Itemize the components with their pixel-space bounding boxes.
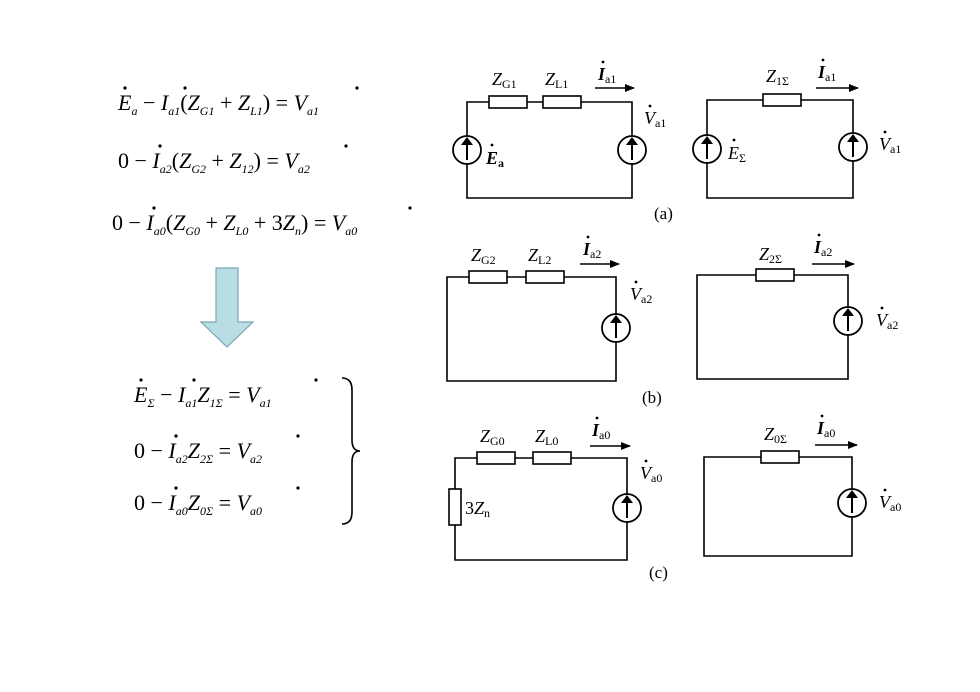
circuit-a-left: ZG1 ZL1 Ia1 Va1 Ea [452, 60, 666, 199]
caption-b: (b) [642, 388, 662, 407]
svg-text:ZG0: ZG0 [480, 426, 505, 448]
svg-text:Va0: Va0 [879, 492, 901, 514]
source-va1-right-icon [838, 132, 868, 162]
svg-text:3Zn: 3Zn [465, 498, 490, 520]
equation-top-3: 0 − Ia0(ZG0 + ZL0 + 3Zn) = Va0 [112, 206, 412, 238]
svg-text:Z2Σ: Z2Σ [759, 244, 782, 266]
svg-text:Va1: Va1 [879, 134, 901, 156]
svg-text:Ea − Ia1(ZG1 + ZL1) = Va1: Ea − Ia1(ZG1 + ZL1) = Va1 [117, 90, 319, 118]
source-ea-icon [452, 135, 482, 165]
svg-text:ZL0: ZL0 [535, 426, 558, 448]
circuit-b-left: ZG2 ZL2 Ia2 Va2 [446, 235, 652, 382]
resistor-z2sigma [755, 268, 795, 282]
svg-text:ZG1: ZG1 [492, 69, 517, 91]
svg-text:ZL1: ZL1 [545, 69, 568, 91]
resistor-zg0 [476, 451, 516, 465]
resistor-zl2 [525, 270, 565, 284]
circuit-c-right: Z0Σ Ia0 Va0 [703, 414, 901, 557]
source-va2-icon [601, 313, 631, 343]
source-va0-right-icon [837, 488, 867, 518]
svg-text:Va2: Va2 [876, 310, 898, 332]
resistor-zg1 [488, 95, 528, 109]
right-brace [341, 377, 361, 525]
svg-text:Va2: Va2 [630, 284, 652, 306]
resistor-3zn [448, 488, 462, 526]
equation-top-1: Ea − Ia1(ZG1 + ZL1) = Va1 [117, 86, 359, 118]
svg-text:0 − Ia0Z0Σ = Va0: 0 − Ia0Z0Σ = Va0 [134, 490, 262, 518]
caption-a: (a) [654, 204, 673, 223]
svg-text:Ia2: Ia2 [582, 239, 601, 261]
source-esigma-icon [692, 134, 722, 164]
svg-text:ZG2: ZG2 [471, 245, 496, 267]
circuit-b-right: Z2Σ Ia2 Va2 [696, 233, 898, 380]
source-va1-icon [617, 135, 647, 165]
svg-text:Ia0: Ia0 [591, 420, 610, 442]
svg-text:0 − Ia0(ZG0 + ZL0 + 3Zn) = Va0: 0 − Ia0(ZG0 + ZL0 + 3Zn) = Va0 [112, 210, 357, 238]
svg-text:EΣ − Ia1Z1Σ = Va1: EΣ − Ia1Z1Σ = Va1 [133, 382, 272, 410]
svg-text:0 − Ia2(ZG2 + Z12) = Va2: 0 − Ia2(ZG2 + Z12) = Va2 [118, 148, 310, 176]
resistor-zg2 [468, 270, 508, 284]
svg-text:Ia0: Ia0 [816, 418, 835, 440]
svg-text:Va1: Va1 [644, 108, 666, 130]
resistor-zl1 [542, 95, 582, 109]
svg-text:Ia1: Ia1 [817, 62, 836, 84]
svg-text:Z0Σ: Z0Σ [764, 424, 787, 446]
resistor-z1sigma [762, 93, 802, 107]
circuit-a-right: Z1Σ Ia1 Va1 EΣ [692, 58, 901, 199]
source-va0-icon [612, 493, 642, 523]
equation-bottom-3: 0 − Ia0Z0Σ = Va0 [134, 486, 300, 518]
svg-text:Z1Σ: Z1Σ [766, 66, 789, 88]
equation-top-2: 0 − Ia2(ZG2 + Z12) = Va2 [118, 144, 348, 176]
svg-text:ZL2: ZL2 [528, 245, 551, 267]
svg-text:EΣ: EΣ [727, 143, 746, 165]
resistor-zl0 [532, 451, 572, 465]
down-arrow-icon [199, 267, 255, 348]
svg-text:0 − Ia2Z2Σ = Va2: 0 − Ia2Z2Σ = Va2 [134, 438, 262, 466]
resistor-z0sigma [760, 450, 800, 464]
source-va2-right-icon [833, 306, 863, 336]
circuit-c-left: ZG0 ZL0 Ia0 Va0 3Zn [448, 416, 662, 561]
svg-text:Ia2: Ia2 [813, 237, 832, 259]
equation-bottom-1: EΣ − Ia1Z1Σ = Va1 [133, 378, 318, 410]
equation-bottom-2: 0 − Ia2Z2Σ = Va2 [134, 434, 300, 466]
caption-c: (c) [649, 563, 668, 582]
svg-text:Ea: Ea [485, 148, 504, 170]
svg-text:Va0: Va0 [640, 463, 662, 485]
svg-text:Ia1: Ia1 [597, 64, 616, 86]
